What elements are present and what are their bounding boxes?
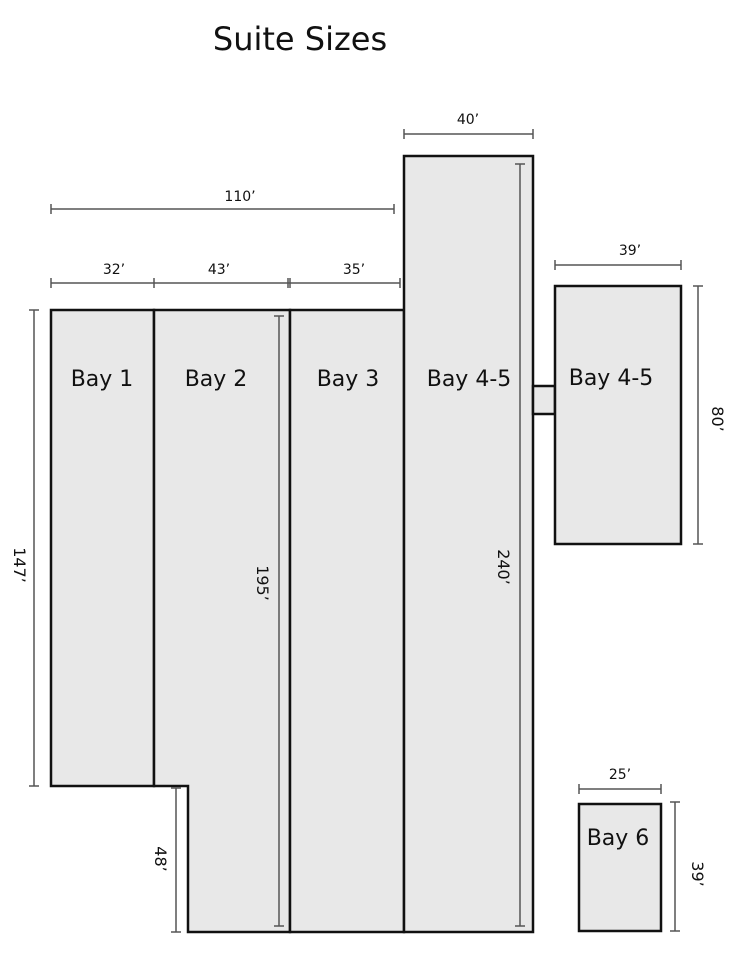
dim-label-43: 43’ bbox=[208, 262, 230, 278]
bay-3-label: Bay 3 bbox=[317, 367, 380, 392]
dim-label-80: 80’ bbox=[708, 406, 727, 431]
bay-labels: Bay 1 Bay 2 Bay 3 Bay 4-5 Bay 4-5 Bay 6 bbox=[71, 366, 654, 851]
bay-4-5-label: Bay 4-5 bbox=[427, 367, 512, 392]
bay-3-shape[interactable] bbox=[288, 308, 406, 934]
dim-bay-4-5-depth: 240’ bbox=[494, 163, 525, 927]
horizontal-dimensions: 110’ 32’ 43’ 35’ 40’ 39’ bbox=[50, 112, 682, 794]
dim-label-25: 25’ bbox=[609, 767, 631, 783]
bay-4-5-connector bbox=[531, 384, 557, 416]
dim-bay-4-5-annex-width: 39’ bbox=[554, 243, 682, 270]
suite-shapes bbox=[49, 154, 683, 934]
dim-bay-6-width: 25’ bbox=[578, 767, 662, 794]
dim-bay-2-notch-depth: 48’ bbox=[151, 787, 181, 933]
dim-label-195: 195’ bbox=[253, 565, 272, 601]
dim-bay-4-5-width: 40’ bbox=[403, 112, 534, 139]
bay-4-5-annex-shape[interactable] bbox=[553, 284, 683, 546]
dim-bays-1-3-width: 110’ bbox=[50, 189, 395, 214]
dim-label-39-depth: 39’ bbox=[688, 861, 707, 886]
dim-bay-widths: 32’ 43’ 35’ bbox=[50, 262, 401, 288]
bay-4-5-annex-label: Bay 4-5 bbox=[569, 366, 654, 391]
dim-bay-1-depth: 147’ bbox=[10, 309, 39, 787]
dim-label-110: 110’ bbox=[224, 189, 255, 205]
bay-1-label: Bay 1 bbox=[71, 367, 134, 392]
dim-label-39-width: 39’ bbox=[619, 243, 641, 259]
dim-bay-2-depth: 195’ bbox=[253, 315, 284, 927]
bay-6-label: Bay 6 bbox=[587, 826, 650, 851]
dim-label-240: 240’ bbox=[494, 549, 513, 585]
dim-label-32: 32’ bbox=[103, 262, 125, 278]
bay-2-label: Bay 2 bbox=[185, 367, 248, 392]
dim-label-35: 35’ bbox=[343, 262, 365, 278]
vertical-dimensions: 147’ 195’ 48’ 240’ 80’ bbox=[10, 163, 727, 933]
dim-label-48: 48’ bbox=[151, 846, 170, 871]
bay-1-shape[interactable] bbox=[49, 308, 156, 788]
page-title: Suite Sizes bbox=[213, 20, 387, 58]
bay-4-5-shape[interactable] bbox=[402, 154, 535, 934]
dim-bay-4-5-annex-depth: 80’ bbox=[693, 285, 727, 545]
bay-2-shape[interactable] bbox=[152, 308, 292, 934]
dim-label-40: 40’ bbox=[457, 112, 479, 128]
bay-6-shape[interactable] bbox=[577, 802, 663, 933]
dim-label-147: 147’ bbox=[10, 547, 29, 583]
dim-bay-6-depth: 39’ bbox=[670, 801, 707, 932]
